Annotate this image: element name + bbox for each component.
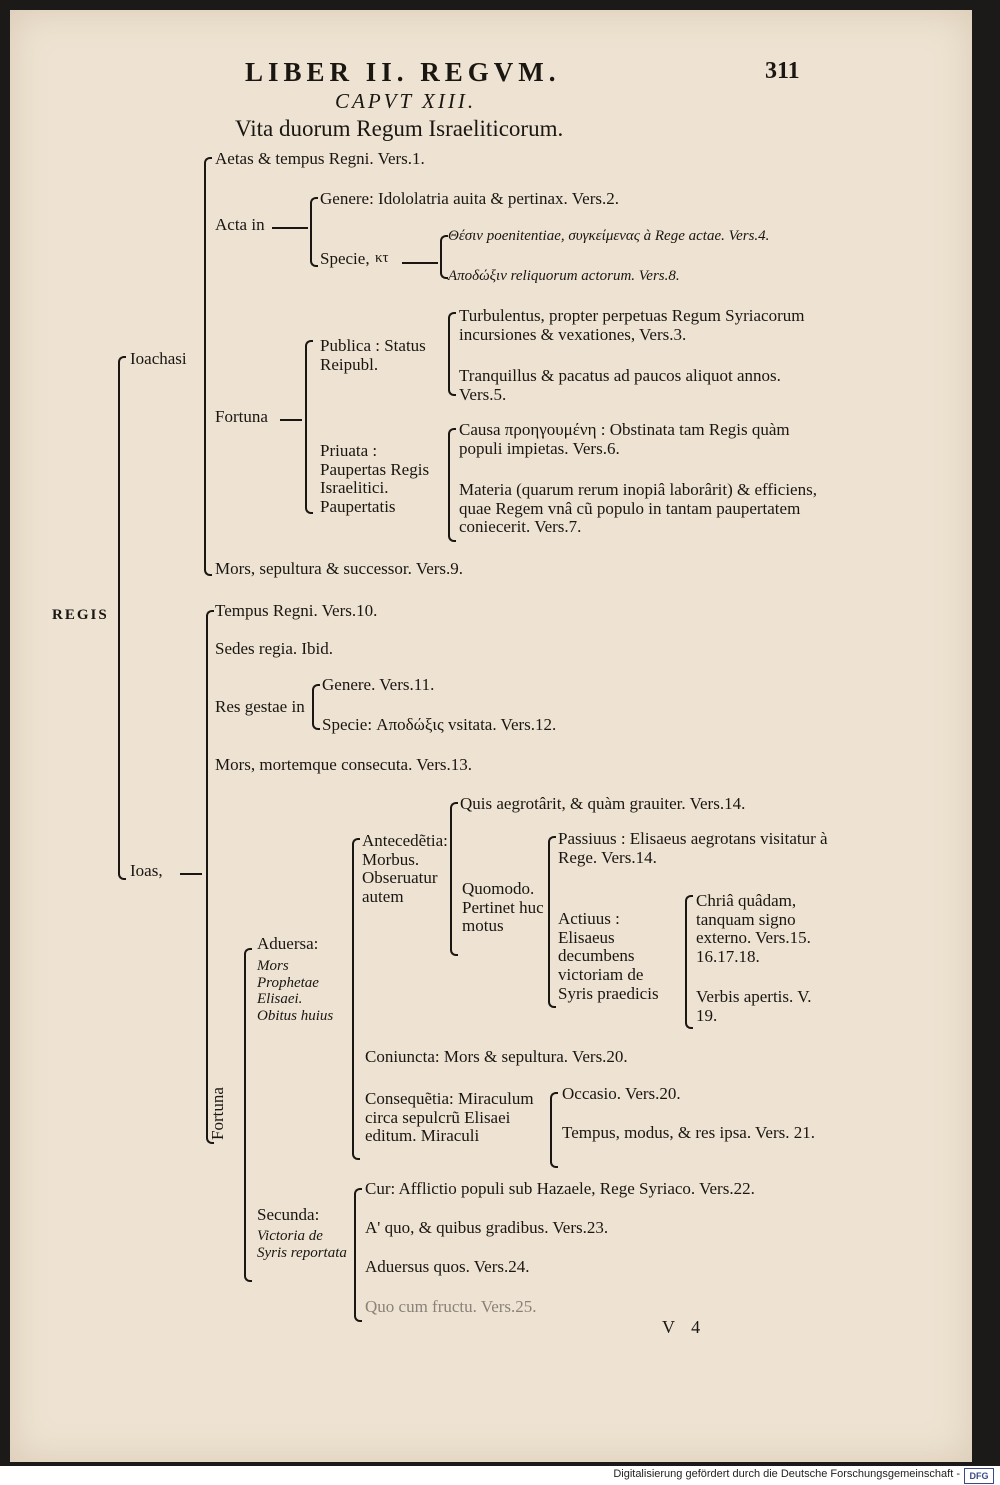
ioas-tempus: Tempus Regni. Vers.10. <box>215 601 378 620</box>
actiuus-chria: Chriâ quâdam, tanquam signo externo. Ver… <box>696 891 811 967</box>
secunda-cur: Cur: Afflictio populi sub Hazaele, Rege … <box>365 1179 755 1198</box>
priuata-causa: Causa προηγουμένη : Obstinata tam Regis … <box>459 420 790 458</box>
antecedentia-quis: Quis aegrotârit, & quàm grauiter. Vers.1… <box>460 794 746 813</box>
ioas-label: Ioas, <box>130 861 163 880</box>
running-title: LIBER II. REGVM. <box>245 57 561 87</box>
dfg-logo: DFG <box>964 1468 994 1484</box>
specie-connector <box>402 262 438 264</box>
consequentia-label: Consequẽtia: Miraculum circa sepulcrũ El… <box>365 1089 534 1146</box>
signature-mark: V 4 <box>662 1317 707 1337</box>
ioas-sedes: Sedes regia. Ibid. <box>215 639 334 658</box>
ioachasi-fortuna-label: Fortuna <box>215 407 268 426</box>
ioas-connector <box>180 873 202 875</box>
specie-item-2: Αποδώξιν reliquorum actorum. Vers.8. <box>448 268 680 284</box>
actiuus-verbis: Verbis apertis. V. 19. <box>696 987 812 1025</box>
ioachasi-aetas: Aetas & tempus Regni. Vers.1. <box>215 149 425 168</box>
ioachasi-label: Ioachasi <box>130 349 187 368</box>
res-gestae-brace <box>312 684 320 730</box>
publica-label: Publica : Status Reipubl. <box>320 336 426 374</box>
passiuus: Passiuus : Elisaeus aegrotans visitatur … <box>558 829 828 867</box>
fortuna-connector <box>280 419 302 421</box>
root-brace <box>118 356 126 880</box>
acta-connector <box>272 227 308 229</box>
secunda-label: Secunda: <box>257 1205 320 1224</box>
quomodo-label: Quomodo. Pertinet huc motus <box>462 879 544 936</box>
root-label: REGIS <box>52 607 109 623</box>
acta-brace <box>310 197 318 267</box>
acta-specie-label: Specie, <box>320 249 370 268</box>
antecedentia-brace <box>450 802 458 956</box>
aduersa-label: Aduersa: <box>257 934 319 953</box>
chapter-heading: CAPVT XIII. <box>335 89 477 113</box>
secunda-a-quo: A' quo, & quibus gradibus. Vers.23. <box>365 1218 609 1237</box>
aduersa-brace <box>352 838 360 1160</box>
publica-turbulentus: Turbulentus, propter perpetuas Regum Syr… <box>459 306 805 344</box>
priuata-materia: Materia (quarum rerum inopiâ laborârit) … <box>459 480 817 537</box>
ioachasi-brace <box>204 157 212 576</box>
specie-item-1: Θέσιν poenitentiae, συγκείμενας à Rege a… <box>448 228 770 244</box>
ioachasi-mors: Mors, sepultura & successor. Vers.9. <box>215 559 464 578</box>
actiuus-label: Actiuus : Elisaeus decumbens victoriam d… <box>558 909 659 1003</box>
footer-credit: Digitalisierung gefördert durch die Deut… <box>613 1468 960 1480</box>
res-gestae-label: Res gestae in <box>215 697 305 716</box>
res-gestae-genere: Genere. Vers.11. <box>322 675 435 694</box>
secunda-aduersus: Aduersus quos. Vers.24. <box>365 1257 530 1276</box>
secunda-quo: Quo cum fructu. Vers.25. <box>365 1297 537 1316</box>
ioachasi-acta-label: Acta in <box>215 215 265 234</box>
specie-brace <box>440 235 448 279</box>
antecedentia-label: Antecedẽtia: Morbus. Obseruatur autem <box>362 831 448 907</box>
aduersa-desc: Mors Prophetae Elisaei. Obitus huius <box>257 958 334 1024</box>
acta-genere: Genere: Idololatria auita & pertinax. Ve… <box>320 189 619 208</box>
book-page: LIBER II. REGVM. 311 CAPVT XIII. Vita du… <box>10 10 972 1462</box>
consequentia-tempus: Tempus, modus, & res ipsa. Vers. 21. <box>562 1123 816 1142</box>
consequentia-occasio: Occasio. Vers.20. <box>562 1084 681 1103</box>
ioas-mors: Mors, mortemque consecuta. Vers.13. <box>215 755 472 774</box>
quomodo-brace <box>548 836 556 1008</box>
ioas-fortuna-label: Fortuna <box>208 1087 227 1140</box>
actiuus-brace <box>685 895 693 1029</box>
page-number: 311 <box>765 58 800 84</box>
ioas-fortuna-brace <box>244 948 252 1282</box>
res-gestae-specie: Specie: Αποδώξις vsitata. Vers.12. <box>322 715 557 734</box>
coniuncta: Coniuncta: Mors & sepultura. Vers.20. <box>365 1047 628 1066</box>
publica-tranquillus: Tranquillus & pacatus ad paucos aliquot … <box>459 366 781 404</box>
fortuna-brace <box>305 340 313 514</box>
priuata-brace <box>448 428 456 542</box>
ioas-brace <box>206 610 214 1144</box>
priuata-label: Priuata : Paupertas Regis Israelitici. P… <box>320 441 430 517</box>
acta-specie-abbrev: κτ <box>375 250 389 266</box>
page-title: Vita duorum Regum Israeliticorum. <box>235 116 564 141</box>
publica-brace <box>448 312 456 396</box>
consequentia-brace <box>550 1092 558 1168</box>
secunda-desc: Victoria de Syris reportata <box>257 1228 347 1261</box>
secunda-brace <box>354 1188 362 1322</box>
digitization-footer: Digitalisierung gefördert durch die Deut… <box>0 1466 1000 1485</box>
